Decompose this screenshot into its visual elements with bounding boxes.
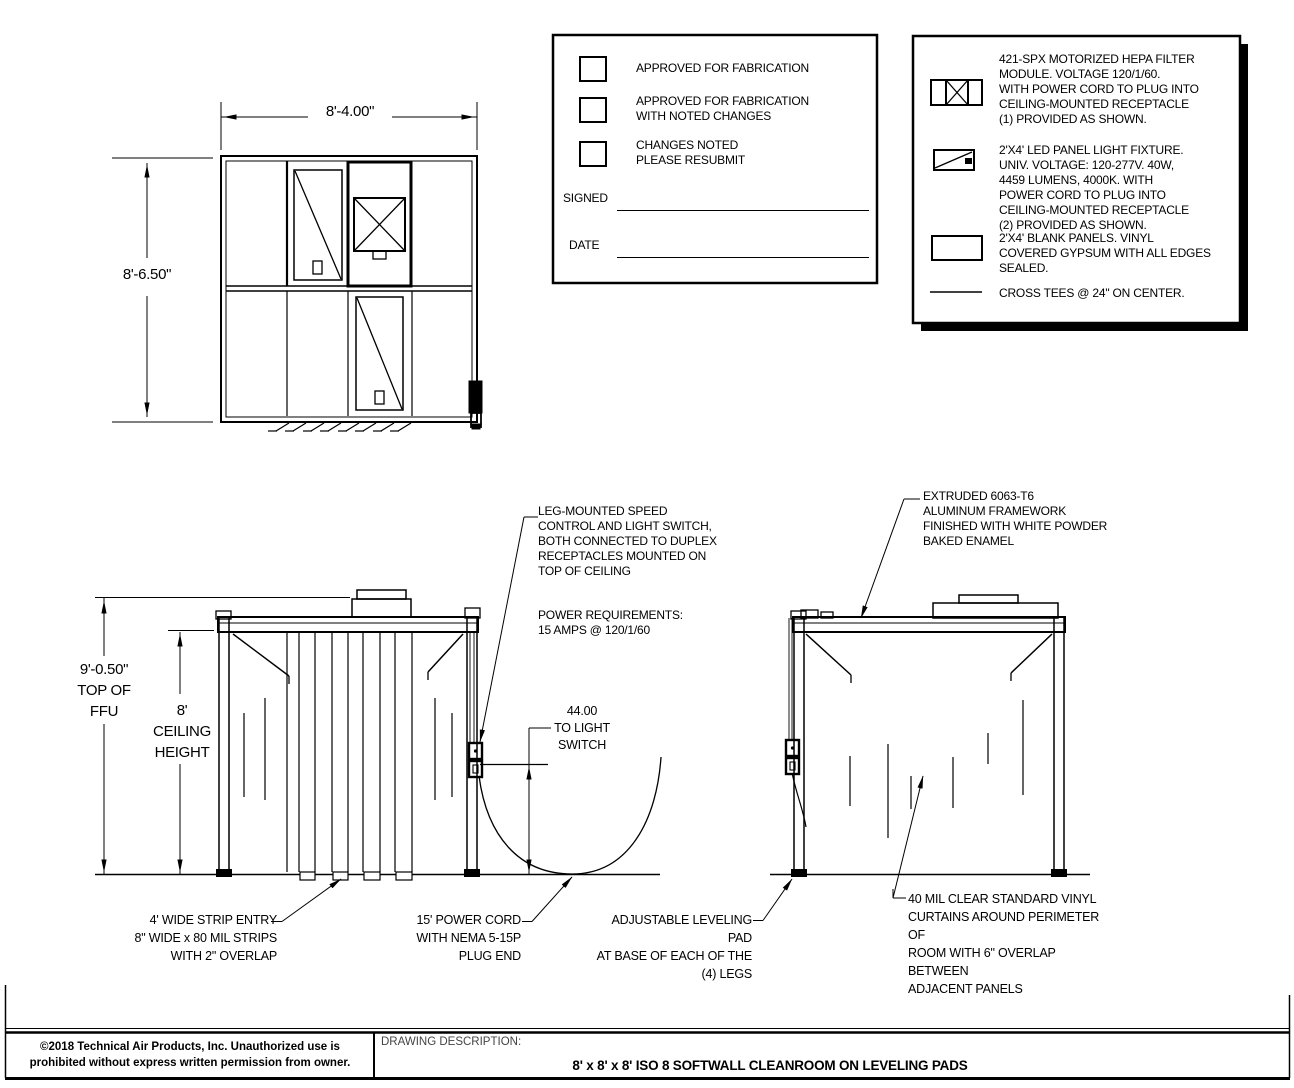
speed-control-note: LEG-MOUNTED SPEED CONTROL AND LIGHT SWIT… (538, 504, 717, 578)
legend-shadow-right (1240, 44, 1248, 331)
front-elevation-dimensions (95, 516, 573, 922)
approval-box-border (551, 33, 879, 285)
legend-item-hepa-text: 421-SPX MOTORIZED HEPA FILTER MODULE. VO… (999, 52, 1199, 126)
speed-control-switch-side (784, 738, 801, 776)
title-block-lines (4, 985, 1291, 1080)
blank-panel-symbol (931, 235, 983, 261)
power-cord-note: 15' POWER CORD WITH NEMA 5-15P PLUG END (416, 913, 521, 963)
ffu-unit-side (932, 594, 1059, 619)
checkbox-approved[interactable] (579, 56, 607, 82)
approval-option-label: APPROVED FOR FABRICATION (636, 61, 810, 75)
plan-dimensions (112, 102, 478, 423)
approval-option-label: CHANGES NOTED PLEASE RESUBMIT (636, 138, 746, 167)
date-label: DATE (569, 238, 600, 252)
led-panel-bottom (355, 296, 404, 411)
leveling-pad-note: ADJUSTABLE LEVELING PAD AT BASE OF EACH … (596, 913, 753, 981)
ceiling-receptacle (820, 611, 834, 619)
strip-curtain (286, 633, 413, 881)
side-elevation-leaders (753, 498, 924, 921)
light-switch-dimension: 44.00 TO LIGHT SWITCH (554, 704, 610, 752)
leveling-pad (1051, 869, 1067, 877)
legend-shadow-bottom (921, 323, 1248, 331)
leveling-pad (464, 869, 480, 877)
leveling-pad (216, 869, 232, 877)
plan-view-linework (220, 155, 483, 432)
ceiling-receptacle (800, 609, 819, 619)
drawing-description-label: DRAWING DESCRIPTION: (381, 1036, 522, 1048)
speed-control-switch-front (467, 741, 484, 779)
plan-width-dimension: 8'-4.00" (325, 103, 375, 120)
ffu-height-dimension: 9'-0.50" TOP OF FFU (77, 661, 131, 720)
hepa-filter-symbol (930, 79, 983, 106)
strip-entry-hatch (268, 422, 412, 432)
checkbox-changes-noted[interactable] (579, 141, 607, 167)
checkbox-approved-with-changes[interactable] (579, 97, 607, 123)
legend-item-led-text: 2'X4' LED PANEL LIGHT FIXTURE. UNIV. VOL… (999, 143, 1189, 232)
power-requirements-note: POWER REQUIREMENTS: 15 AMPS @ 120/1/60 (538, 608, 683, 637)
plan-height-dimension: 8'-6.50" (122, 266, 172, 283)
legend-item-cross-tee-text: CROSS TEES @ 24" ON CENTER. (999, 286, 1185, 300)
approval-option-label: APPROVED FOR FABRICATION WITH NOTED CHAN… (636, 94, 810, 123)
ffu-unit-front (351, 589, 412, 618)
plan-switch (468, 380, 483, 430)
ceiling-height-dimension: 8' CEILING HEIGHT (153, 702, 211, 761)
leveling-pad (791, 869, 807, 877)
vinyl-curtains-note: 40 MIL CLEAR STANDARD VINYL CURTAINS ARO… (908, 892, 1100, 996)
led-light-symbol (933, 149, 975, 171)
curtain-seams-side (849, 700, 1024, 838)
led-panel-top (293, 169, 343, 281)
cord-drop (791, 774, 807, 828)
side-elevation-linework (770, 594, 1090, 877)
date-line[interactable] (617, 242, 869, 258)
hepa-module-plan (353, 197, 406, 260)
framework-note: EXTRUDED 6063-T6 ALUMINUM FRAMEWORK FINI… (923, 489, 1108, 548)
curtain-seams-front (243, 698, 453, 800)
legend-box (911, 34, 1248, 331)
power-cord-arc (478, 756, 662, 875)
strip-entry-note: 4' WIDE STRIP ENTRY 8" WIDE x 80 MIL STR… (134, 913, 278, 963)
legend-item-blank-panel-text: 2'X4' BLANK PANELS. VINYL COVERED GYPSUM… (999, 231, 1211, 275)
signature-line[interactable] (617, 195, 869, 211)
copyright-notice: ©2018 Technical Air Products, Inc. Unaut… (29, 1041, 351, 1069)
front-elevation-linework (95, 589, 662, 881)
drawing-title: 8' x 8' x 8' ISO 8 SOFTWALL CLEANROOM ON… (572, 1058, 968, 1073)
signed-label: SIGNED (563, 191, 608, 205)
hepa-cell (346, 160, 413, 288)
